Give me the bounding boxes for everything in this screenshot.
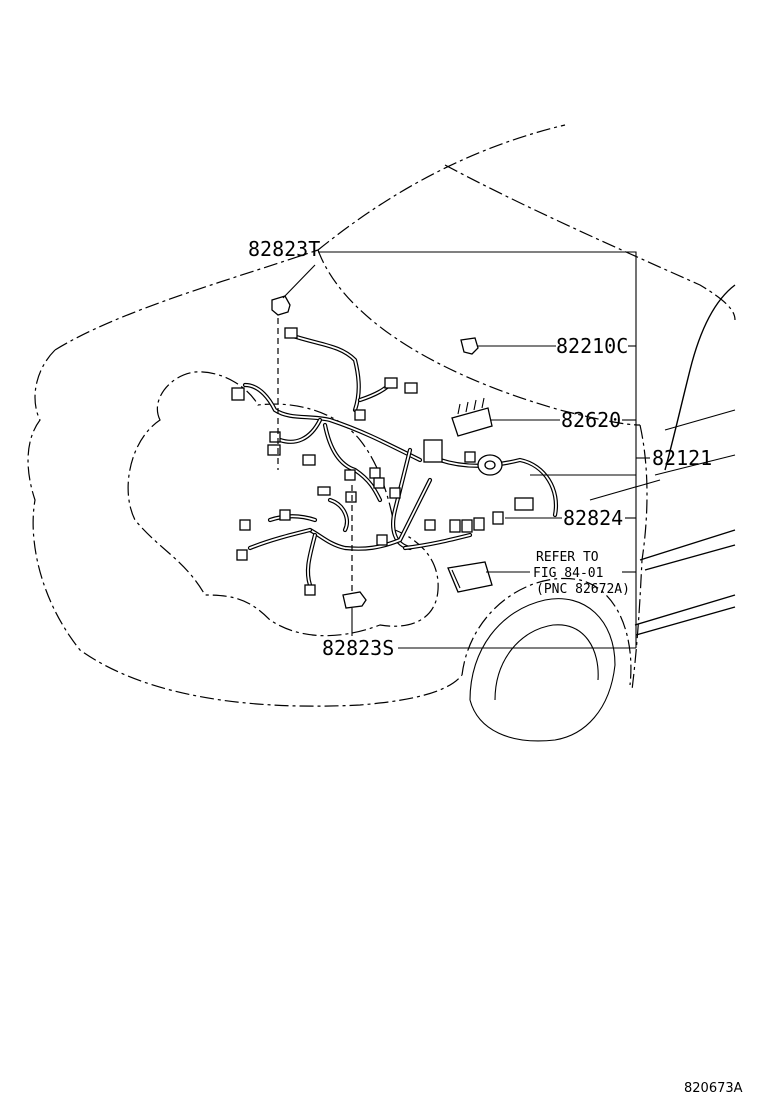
rocker-line-1 xyxy=(634,594,736,626)
connector xyxy=(344,469,356,481)
connector xyxy=(345,491,357,503)
connector xyxy=(369,467,381,479)
relay-block xyxy=(423,439,443,463)
connector xyxy=(424,519,436,531)
connector xyxy=(302,454,316,466)
connector xyxy=(267,444,281,456)
figure-code: 820673A xyxy=(684,1081,743,1096)
fender-crease xyxy=(589,479,661,501)
refer-note-line1: REFER TO xyxy=(536,550,599,565)
door-line-2 xyxy=(654,454,736,476)
rocker-line-2 xyxy=(635,606,736,636)
label-82121[interactable]: 82121 xyxy=(652,446,712,470)
connector xyxy=(304,584,316,596)
hood-rear-edge xyxy=(317,249,641,426)
wire-harness xyxy=(242,332,559,588)
connector xyxy=(354,409,366,421)
windshield-edge xyxy=(317,124,566,251)
fuse-pins xyxy=(457,397,485,415)
connector xyxy=(236,549,248,561)
tire-inner xyxy=(494,624,599,701)
connector xyxy=(384,377,398,389)
connector xyxy=(514,497,534,511)
leader-82823T xyxy=(282,264,316,299)
connector xyxy=(231,387,245,401)
connector xyxy=(461,519,473,533)
refer-note-line2[interactable]: FIG 84-01 xyxy=(533,566,603,581)
connector xyxy=(376,534,388,546)
label-82620[interactable]: 82620 xyxy=(561,408,621,432)
clip-82823T xyxy=(271,295,291,316)
part-labels: 82823T 82210C 82620 82121 82824 82823S xyxy=(248,237,712,660)
leader-lines xyxy=(282,251,650,649)
connector xyxy=(239,519,251,531)
wheel-arch xyxy=(461,578,632,686)
connector xyxy=(317,486,331,496)
label-82210C[interactable]: 82210C xyxy=(556,334,628,358)
connector xyxy=(404,382,418,394)
vehicle-outline xyxy=(27,124,736,742)
grommet-inner xyxy=(484,460,496,470)
connector xyxy=(473,517,485,531)
connector xyxy=(449,519,461,533)
fusible-link-block-82620 xyxy=(451,407,493,437)
clip-82210C xyxy=(460,337,479,355)
label-82823T[interactable]: 82823T xyxy=(248,237,320,261)
bracket-82121 xyxy=(318,251,637,648)
connector xyxy=(389,487,401,499)
connectors xyxy=(231,295,534,609)
connector xyxy=(464,451,476,463)
front-tire xyxy=(469,598,616,742)
a-pillar xyxy=(664,284,736,471)
door-line-1 xyxy=(664,409,736,431)
label-82823S[interactable]: 82823S xyxy=(322,636,394,660)
connector xyxy=(492,511,504,525)
side-molding-2 xyxy=(644,544,736,571)
fender-rear-edge xyxy=(631,424,648,691)
refer-note: REFER TO FIG 84-01 (PNC 82672A) xyxy=(533,550,630,597)
connector xyxy=(284,327,298,339)
label-82824[interactable]: 82824 xyxy=(563,506,623,530)
hood-front-edge xyxy=(54,249,319,351)
connector xyxy=(279,509,291,521)
roof-edge xyxy=(444,164,736,321)
clip-82823S xyxy=(342,591,367,609)
connector xyxy=(373,477,385,489)
engine-outline xyxy=(127,371,439,637)
refer-note-line3: (PNC 82672A) xyxy=(536,582,630,597)
ecu-box-edge xyxy=(451,569,461,589)
connector xyxy=(269,431,281,443)
front-nose xyxy=(27,349,463,707)
side-molding-1 xyxy=(639,529,736,561)
